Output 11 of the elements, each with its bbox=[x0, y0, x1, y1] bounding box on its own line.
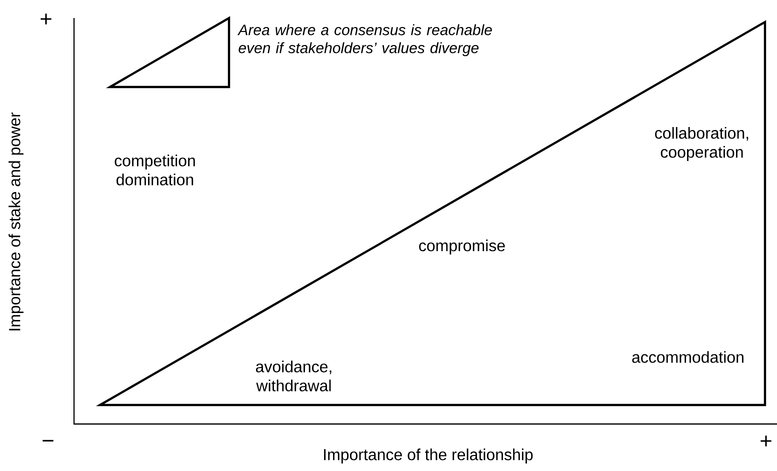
axis-sign: − bbox=[42, 440, 54, 442]
axis-sign: + bbox=[760, 436, 772, 446]
axis-title: Importance of stake and power bbox=[8, 112, 24, 330]
region-label: accommodation bbox=[632, 351, 744, 363]
caption-text: Area where a consensus is reachable even if stakeholders’ values diverge bbox=[237, 24, 492, 56]
region-label: collaboration, cooperation bbox=[655, 127, 748, 161]
axis-title: Importance of the relationship bbox=[324, 448, 533, 464]
region-label: competition domination bbox=[114, 154, 195, 186]
region-label: compromise bbox=[419, 240, 505, 254]
region-label: avoidance, withdrawal bbox=[256, 360, 332, 392]
axis-sign: + bbox=[40, 14, 52, 24]
